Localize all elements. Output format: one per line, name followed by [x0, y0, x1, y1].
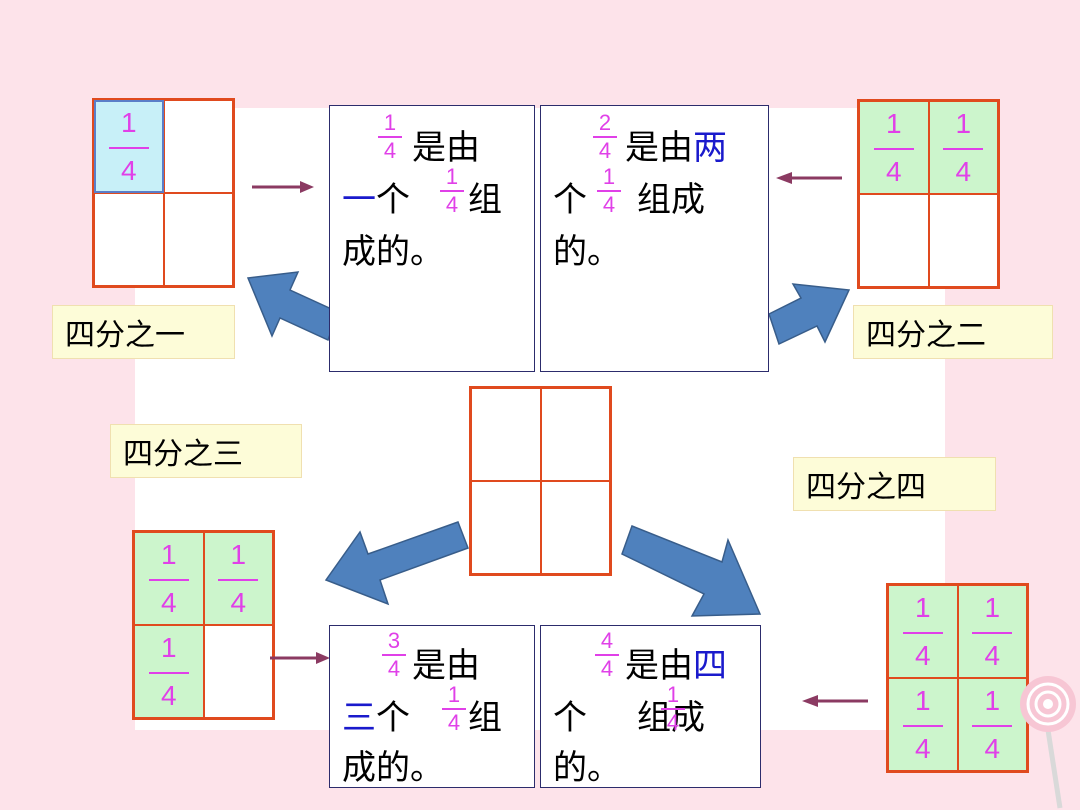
- label-four-quarters: 四分之四: [793, 457, 996, 511]
- line-2-end: 组成: [637, 180, 705, 220]
- empty-cell: [471, 481, 541, 574]
- line-2: 个: [553, 698, 587, 738]
- grid-empty-center: [469, 386, 612, 576]
- label-one-quarter: 四分之一: [52, 305, 235, 359]
- line-1: 是由四: [625, 646, 727, 686]
- arrow-to-top-right: [768, 283, 851, 346]
- small-arrow-right-bottom: [270, 652, 330, 664]
- empty-cell: [203, 625, 273, 718]
- empty-cell: [540, 388, 610, 481]
- line-1: 是由: [412, 646, 480, 686]
- line-2: 个: [553, 180, 587, 220]
- arrow-to-bottom-right: [621, 525, 762, 617]
- small-arrow-left-top: [776, 172, 842, 184]
- label-two-quarters: 四分之二: [853, 305, 1053, 359]
- lollipop-icon: [1020, 676, 1076, 809]
- line-1: 是由: [412, 128, 480, 168]
- empty-cell: [94, 193, 164, 286]
- small-arrow-left-bottom: [802, 695, 868, 707]
- line-2: 三个: [342, 698, 410, 738]
- empty-cell: [859, 194, 929, 287]
- line-2-end: 组: [468, 698, 502, 738]
- label-three-quarters: 四分之三: [110, 424, 302, 478]
- line-1: 是由两: [625, 128, 727, 168]
- arrow-to-bottom-left: [324, 521, 469, 606]
- line-2-end: 组成: [637, 698, 705, 738]
- line-2: 一个: [342, 180, 410, 220]
- empty-cell: [163, 193, 233, 286]
- small-arrow-right-top: [252, 181, 314, 193]
- line-3: 成的。: [342, 232, 444, 272]
- empty-cell: [540, 481, 610, 574]
- empty-cell: [471, 388, 541, 481]
- line-3: 成的。: [342, 748, 444, 788]
- empty-cell: [163, 100, 233, 193]
- line-3: 的。: [553, 232, 621, 272]
- arrow-to-top-left: [246, 271, 339, 342]
- line-3: 的。: [553, 748, 621, 788]
- empty-cell: [928, 194, 998, 287]
- line-2-end: 组: [468, 180, 502, 220]
